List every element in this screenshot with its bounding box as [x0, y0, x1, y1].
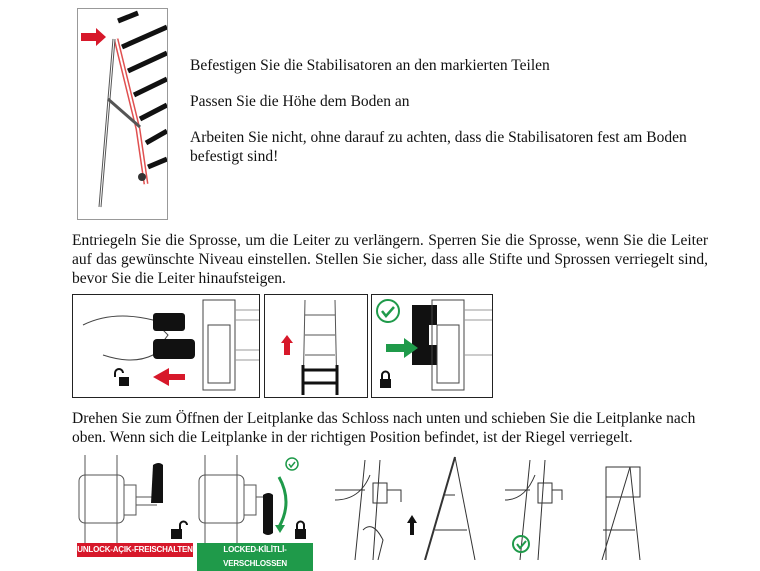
unlocked-padlock-icon — [171, 520, 188, 539]
up-arrow-icon — [407, 515, 417, 535]
check-icon — [512, 535, 530, 553]
guardrail-raised-figure — [505, 455, 645, 560]
stabilizer-instruction-2: Passen Sie die Höhe dem Boden an — [190, 93, 410, 110]
guardrail-instructions: Drehen Sie zum Öffnen der Leitplanke das… — [72, 410, 696, 446]
guardrail-locked-figure: LOCKED-KİLİTLİ-VERSCHLOSSEN — [197, 455, 313, 571]
stabilizer-instruction-1: Befestigen Sie die Stabilisatoren an den… — [190, 57, 550, 74]
unlocked-padlock-icon — [114, 368, 129, 386]
guardrail-unlock-figure: UNLOCK-AÇIK-FREISCHALTEN — [77, 455, 193, 557]
guardrail-raise-figure — [335, 455, 485, 560]
extend-instructions: Entriegeln Sie die Sprosse, um die Leite… — [72, 232, 708, 287]
stabilizer-instruction-3: Arbeiten Sie nicht, ohne darauf zu achte… — [190, 129, 687, 165]
check-icon — [285, 457, 299, 471]
check-icon — [376, 299, 400, 323]
locked-padlock-icon — [380, 370, 391, 388]
locked-label: LOCKED-KİLİTLİ-VERSCHLOSSEN — [197, 543, 313, 571]
unlock-label: UNLOCK-AÇIK-FREISCHALTEN — [77, 543, 193, 557]
ladder-extend-figure — [264, 294, 368, 398]
up-arrow-icon — [281, 335, 293, 355]
red-arrow-icon — [153, 368, 185, 386]
locked-padlock-icon — [295, 520, 306, 539]
red-arrow-icon — [81, 28, 106, 46]
unlock-rung-figure — [72, 294, 260, 398]
green-arrow-icon — [386, 338, 418, 358]
locked-rung-figure — [371, 294, 493, 398]
stabilizer-figure — [77, 8, 168, 220]
